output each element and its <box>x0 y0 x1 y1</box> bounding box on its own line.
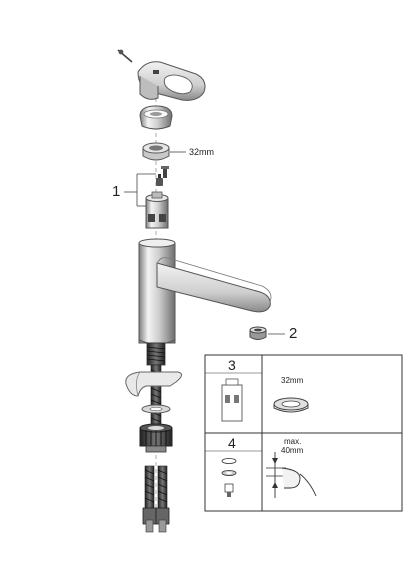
washer <box>141 404 171 414</box>
callout-part-1: 1 <box>112 183 121 200</box>
box-4-parts-icon <box>221 457 237 497</box>
aerator <box>249 326 285 340</box>
horseshoe-plate <box>125 371 182 397</box>
box-3-number: 3 <box>228 357 236 373</box>
threaded-stud <box>146 342 166 366</box>
cover-cap <box>139 105 173 130</box>
cartridge-nut <box>142 142 186 161</box>
box-4-max-value: 40mm <box>281 446 304 455</box>
flex-hoses-lower <box>142 465 170 533</box>
tap-spout <box>156 257 272 313</box>
lever-handle <box>137 61 206 101</box>
box-4-max-height-icon <box>266 452 317 498</box>
box-4-number: 4 <box>228 435 236 451</box>
box-3-size-label: 32mm <box>281 376 304 385</box>
cartridge <box>145 191 169 229</box>
box-3-nut-icon <box>273 397 309 413</box>
tap-body <box>138 238 176 345</box>
small-screws <box>156 166 169 186</box>
callout-part-2: 2 <box>289 325 298 342</box>
grub-screw <box>117 49 133 63</box>
callout-1-bracket <box>124 173 156 207</box>
fixing-nut <box>139 423 173 453</box>
callout-nut-size: 32mm <box>189 147 215 157</box>
inset-panel <box>204 354 403 512</box>
box-3-cartridge-icon <box>221 378 243 422</box>
box-4-max-label: max. <box>284 437 302 446</box>
